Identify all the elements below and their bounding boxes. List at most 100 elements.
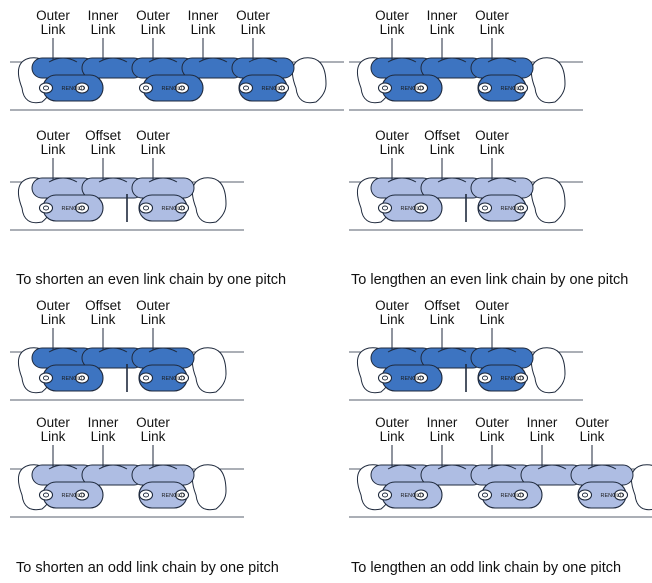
link-label-line2: Link: [480, 22, 505, 37]
link-label-line2: Link: [380, 429, 405, 444]
link-label-line2: Link: [41, 429, 66, 444]
roller-pin: [379, 83, 392, 93]
chain-diagram-2-1: RENOLDRENOLDOuterLinkInnerLinkOuterLink: [10, 415, 244, 517]
link-label-line1: Offset: [85, 298, 121, 313]
link-label-line1: Outer: [136, 8, 170, 23]
link-label-line2: Link: [41, 142, 66, 157]
link-label-line2: Link: [380, 22, 405, 37]
end-plate-right: [531, 178, 565, 223]
brand-text: RENOLD: [62, 493, 85, 499]
link-label-line1: Inner: [427, 415, 458, 430]
caption-lengthen-even: To lengthen an even link chain by one pi…: [351, 272, 628, 288]
roller-pin: [140, 83, 153, 93]
link-label-line1: Outer: [375, 8, 409, 23]
link-label-line1: Inner: [188, 8, 219, 23]
link-label-line2: Link: [91, 142, 116, 157]
link-label-line2: Link: [41, 312, 66, 327]
caption-lengthen-odd: To lengthen an odd link chain by one pit…: [351, 560, 621, 576]
link-label-line1: Outer: [136, 415, 170, 430]
link-label-line1: Outer: [236, 8, 270, 23]
link-label-line1: Outer: [475, 128, 509, 143]
brand-text: RENOLD: [62, 206, 85, 212]
link-label-line1: Offset: [424, 298, 460, 313]
brand-text: RENOLD: [401, 86, 424, 92]
roller-pin: [140, 203, 153, 213]
brand-text: RENOLD: [162, 206, 185, 212]
link-label-line2: Link: [480, 429, 505, 444]
brand-text: RENOLD: [501, 493, 524, 499]
roller-pin: [479, 373, 492, 383]
caption-shorten-even: To shorten an even link chain by one pit…: [16, 272, 286, 288]
roller-pin: [479, 203, 492, 213]
link-label-line1: Outer: [136, 128, 170, 143]
brand-text: RENOLD: [501, 206, 524, 212]
link-label-line2: Link: [430, 142, 455, 157]
link-label-line1: Inner: [427, 8, 458, 23]
brand-text: RENOLD: [501, 86, 524, 92]
roller-pin: [40, 83, 53, 93]
link-label-line2: Link: [91, 22, 116, 37]
roller-pin: [140, 373, 153, 383]
roller-pin: [40, 373, 53, 383]
link-label-line2: Link: [41, 22, 66, 37]
link-label-line2: Link: [430, 22, 455, 37]
brand-text: RENOLD: [601, 493, 624, 499]
link-label-line2: Link: [241, 22, 266, 37]
link-label-line1: Outer: [475, 298, 509, 313]
roller-pin: [40, 490, 53, 500]
link-label-line1: Outer: [575, 415, 609, 430]
roller-pin: [240, 83, 253, 93]
end-plate-right: [531, 58, 565, 103]
link-label-line2: Link: [430, 312, 455, 327]
link-label-line1: Outer: [375, 298, 409, 313]
brand-text: RENOLD: [162, 376, 185, 382]
chain-diagram-2-0: RENOLDRENOLDOuterLinkOffsetLinkOuterLink: [10, 298, 244, 400]
brand-text: RENOLD: [62, 86, 85, 92]
brand-text: RENOLD: [401, 376, 424, 382]
link-label-line2: Link: [141, 429, 166, 444]
link-label-line1: Offset: [85, 128, 121, 143]
brand-text: RENOLD: [162, 86, 185, 92]
roller-pin: [479, 83, 492, 93]
link-label-line2: Link: [91, 429, 116, 444]
brand-text: RENOLD: [162, 493, 185, 499]
link-label-line1: Outer: [475, 8, 509, 23]
link-label-line2: Link: [380, 142, 405, 157]
link-label-line1: Outer: [136, 298, 170, 313]
roller-pin: [479, 490, 492, 500]
link-label-line2: Link: [480, 312, 505, 327]
roller-pin: [579, 490, 592, 500]
link-label-line2: Link: [530, 429, 555, 444]
link-label-line2: Link: [380, 312, 405, 327]
link-label-line1: Inner: [88, 8, 119, 23]
link-label-line1: Offset: [424, 128, 460, 143]
link-label-line2: Link: [191, 22, 216, 37]
link-label-line2: Link: [141, 312, 166, 327]
link-label-line1: Outer: [375, 415, 409, 430]
link-label-line2: Link: [141, 142, 166, 157]
brand-text: RENOLD: [62, 376, 85, 382]
chain-diagram-0-0: RENOLDRENOLDRENOLDOuterLinkInnerLinkOute…: [10, 8, 344, 110]
end-plate-right: [531, 348, 565, 393]
link-label-line2: Link: [141, 22, 166, 37]
roller-pin: [379, 373, 392, 383]
end-plate-right: [631, 465, 652, 510]
link-label-line1: Outer: [375, 128, 409, 143]
link-label-line2: Link: [91, 312, 116, 327]
link-label-line2: Link: [480, 142, 505, 157]
link-label-line1: Outer: [36, 8, 70, 23]
roller-pin: [140, 490, 153, 500]
brand-text: RENOLD: [262, 86, 285, 92]
brand-text: RENOLD: [501, 376, 524, 382]
roller-pin: [40, 203, 53, 213]
link-label-line1: Outer: [36, 128, 70, 143]
link-label-line1: Inner: [527, 415, 558, 430]
chain-diagram-3-1: RENOLDRENOLDRENOLDOuterLinkInnerLinkOute…: [349, 415, 652, 517]
link-label-line2: Link: [580, 429, 605, 444]
roller-pin: [379, 203, 392, 213]
